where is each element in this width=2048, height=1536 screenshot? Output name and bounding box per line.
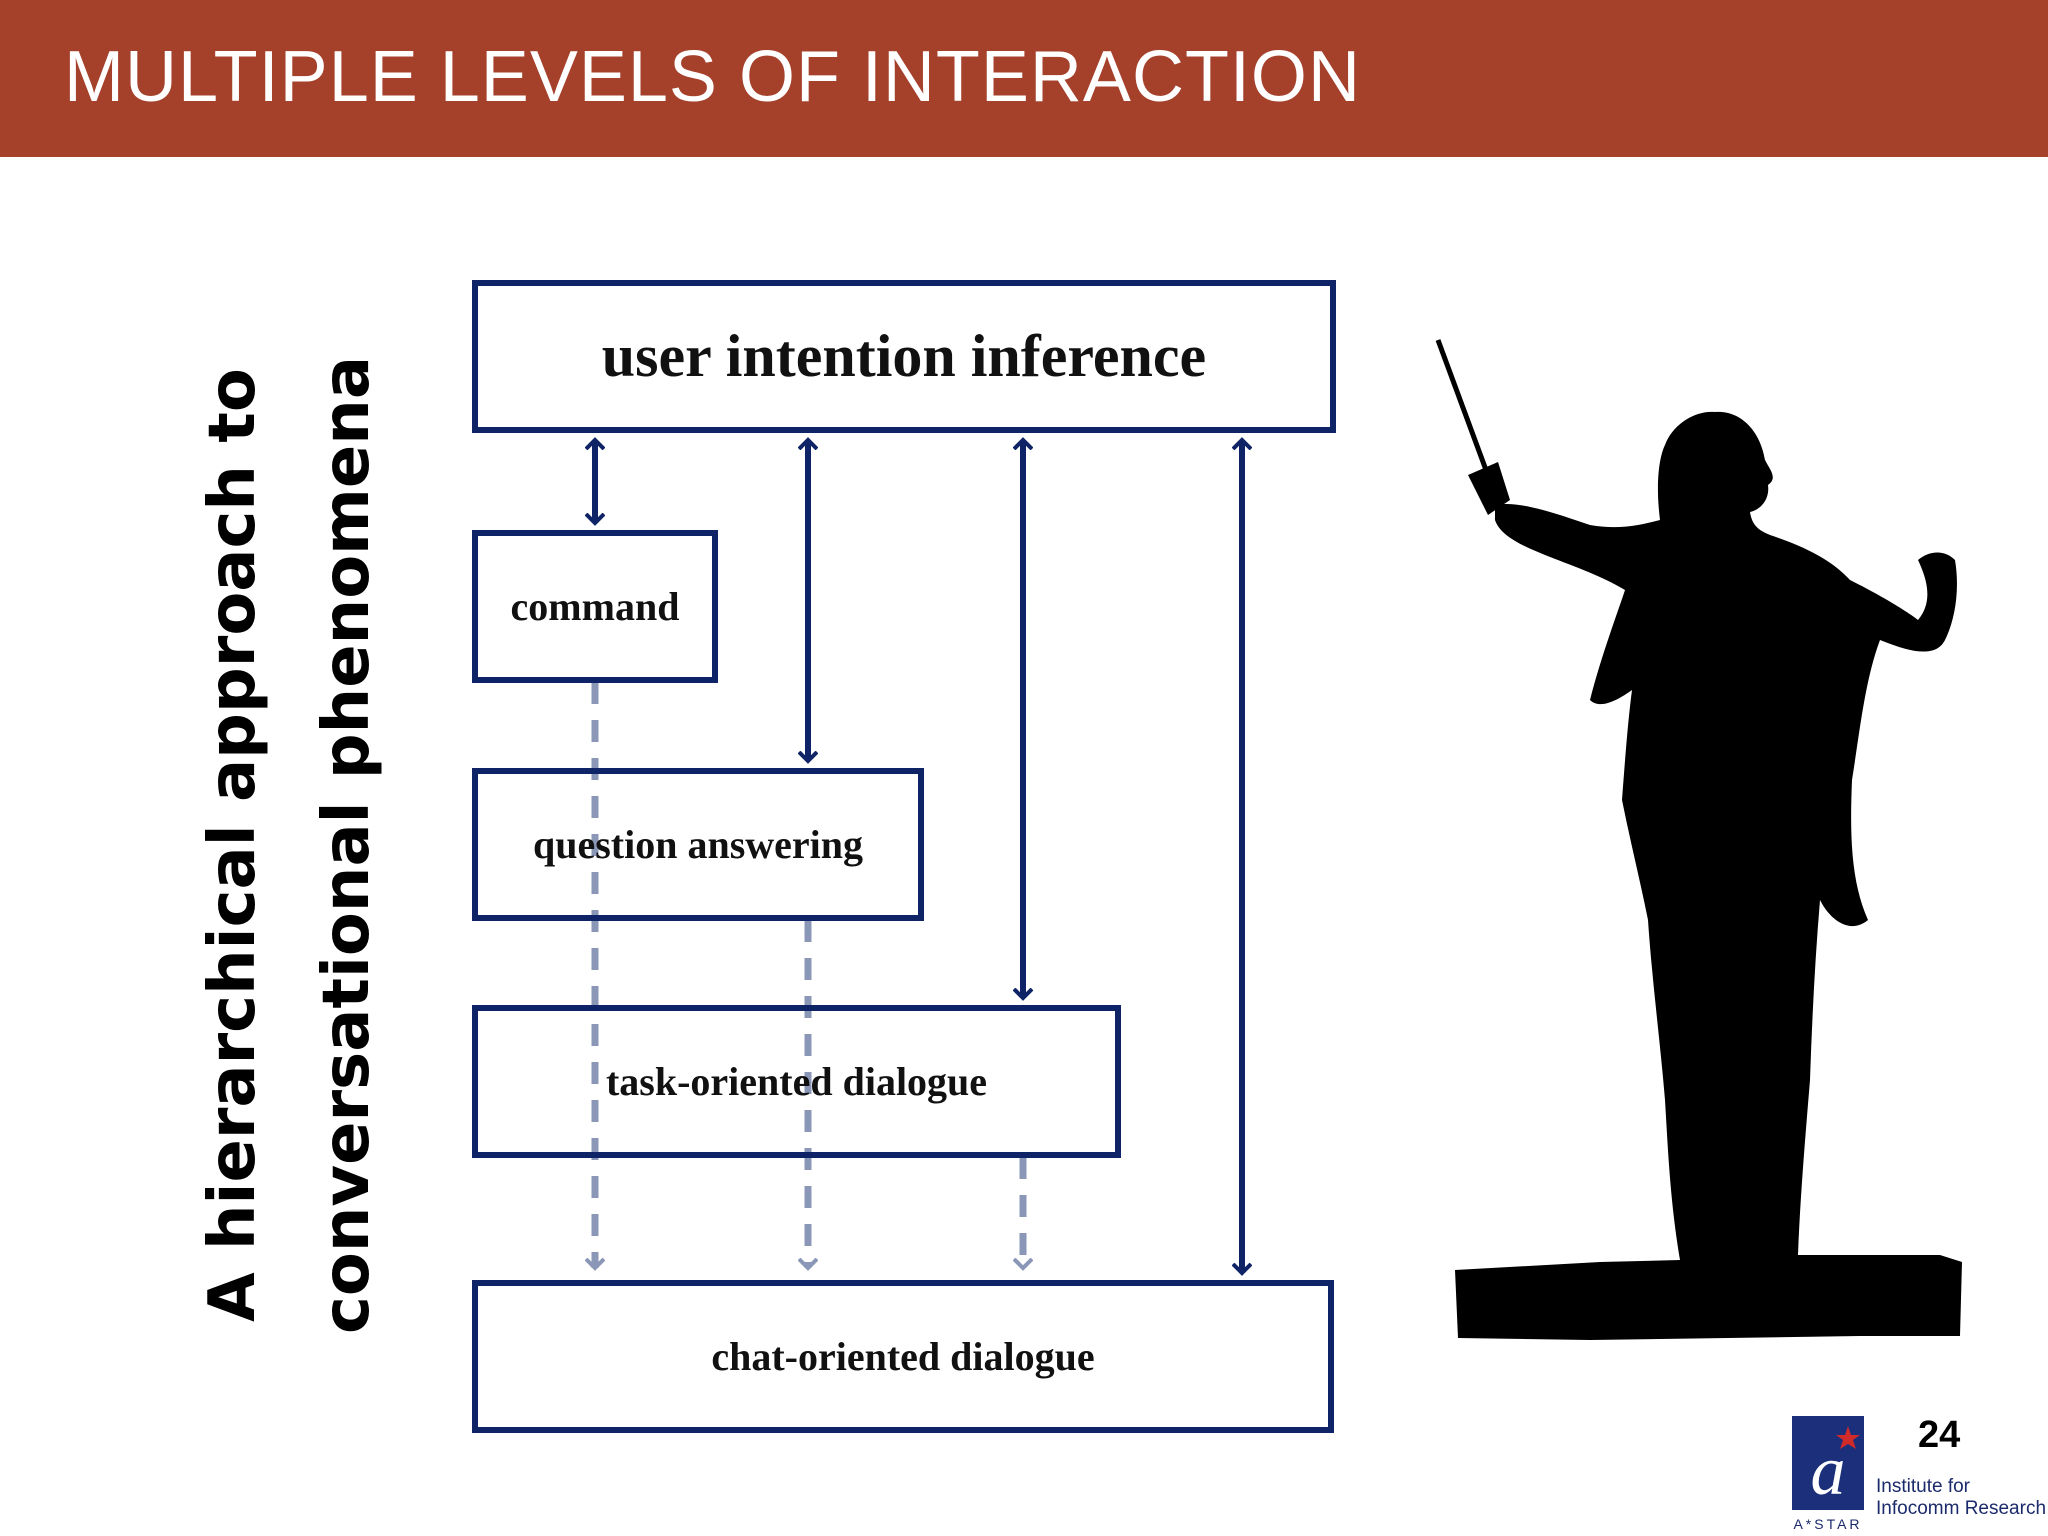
institute-name: Institute for Infocomm Research (1876, 1476, 2046, 1520)
title-bar: Multiple Levels of Interaction (0, 0, 2048, 157)
svg-text:a: a (1811, 1433, 1846, 1510)
box-command (472, 530, 718, 683)
box-user-intention (472, 280, 1336, 433)
label-command: command (510, 584, 680, 629)
slide-title: Multiple Levels of Interaction (64, 37, 1361, 117)
label-question-answering: question answering (532, 822, 864, 867)
conductor-silhouette-icon (1435, 339, 1962, 1340)
box-chat-oriented (472, 1280, 1334, 1433)
box-task-oriented (472, 1005, 1121, 1158)
box-question-answering (472, 768, 924, 921)
label-task-oriented: task-oriented dialogue (605, 1059, 988, 1104)
institute-line1: Institute for (1876, 1476, 1970, 1497)
astar-logo-icon: a (1792, 1416, 1864, 1510)
astar-label: A*STAR (1793, 1516, 1863, 1532)
slide-number: 24 (1918, 1414, 1961, 1456)
label-user-intention: user intention inference (601, 323, 1207, 389)
institute-line2: Infocomm Research (1876, 1498, 2047, 1519)
label-chat-oriented: chat-oriented dialogue (711, 1334, 1095, 1379)
